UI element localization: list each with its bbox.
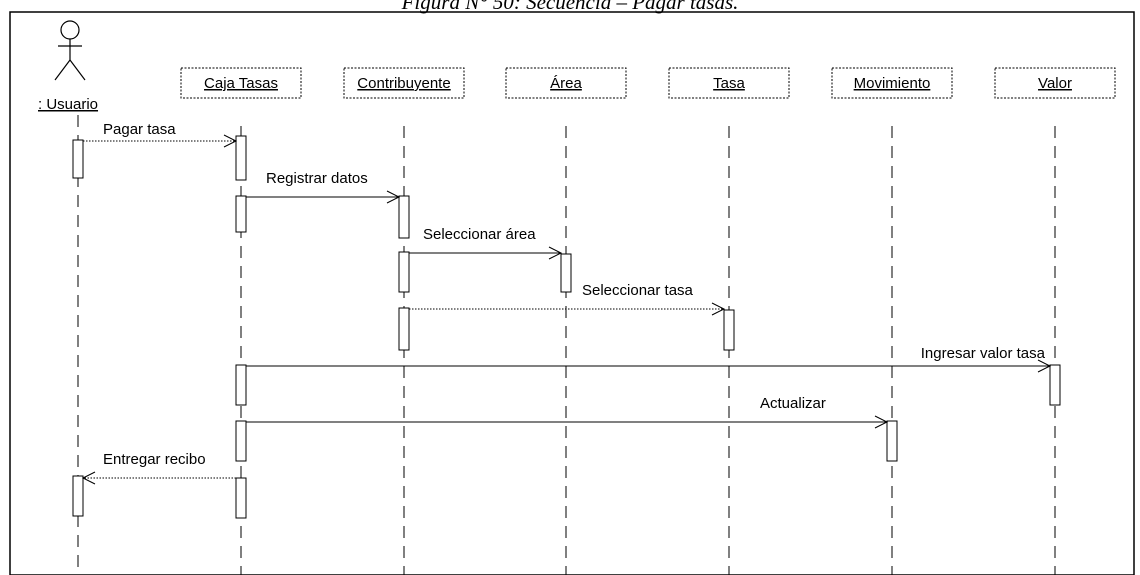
arrow-head xyxy=(874,415,889,429)
arrow-head xyxy=(548,246,563,260)
message-label: Seleccionar área xyxy=(423,226,536,243)
object-label: Contribuyente xyxy=(357,75,450,92)
activation-bar xyxy=(560,253,572,293)
activation-bar xyxy=(235,195,247,233)
message: Entregar recibo xyxy=(81,451,236,485)
object-box xyxy=(505,67,627,99)
activation-bar xyxy=(235,135,247,181)
activation-bar xyxy=(235,477,247,519)
message-label: Actualizar xyxy=(760,395,826,412)
object-box xyxy=(343,67,465,99)
message: Pagar tasa xyxy=(83,121,238,148)
object-box xyxy=(994,67,1116,99)
arrow-head xyxy=(386,190,401,204)
arrow-head xyxy=(223,134,238,148)
figure-caption: Figura N° 50: Secuencia – Pagar tasas. xyxy=(401,0,739,14)
arrow-head xyxy=(81,471,96,485)
diagram-frame xyxy=(9,11,1135,575)
object-box xyxy=(668,67,790,99)
message-label: Registrar datos xyxy=(266,170,368,187)
message: Seleccionar área xyxy=(409,226,563,260)
message: Registrar datos xyxy=(246,170,401,204)
activation-bar xyxy=(398,307,410,351)
activation-bar xyxy=(1049,364,1061,406)
arrow-head xyxy=(711,302,726,316)
object-box xyxy=(180,67,302,99)
actor-label: : Usuario xyxy=(38,96,98,113)
arrow-head xyxy=(1037,359,1052,373)
message: Ingresar valor tasa xyxy=(246,345,1052,373)
activation-bar xyxy=(723,309,735,351)
message: Actualizar xyxy=(246,395,889,429)
object-box xyxy=(831,67,953,99)
message-label: Entregar recibo xyxy=(103,451,206,468)
activation-bar xyxy=(72,475,84,517)
object-label: Valor xyxy=(1038,75,1072,92)
object-label: Caja Tasas xyxy=(204,75,278,92)
object-label: Movimiento xyxy=(854,75,931,92)
object-label: Área xyxy=(550,75,582,92)
message-label: Ingresar valor tasa xyxy=(921,345,1046,362)
activation-bar xyxy=(886,420,898,462)
object-label: Tasa xyxy=(713,75,745,92)
actor-icon xyxy=(54,20,86,81)
activation-bar xyxy=(72,139,84,179)
message: Seleccionar tasa xyxy=(409,282,726,316)
activation-bar xyxy=(398,251,410,293)
activation-bar xyxy=(398,195,410,239)
message-label: Seleccionar tasa xyxy=(582,282,694,299)
activation-bar xyxy=(235,364,247,406)
message-label: Pagar tasa xyxy=(103,121,176,138)
activation-bar xyxy=(235,420,247,462)
